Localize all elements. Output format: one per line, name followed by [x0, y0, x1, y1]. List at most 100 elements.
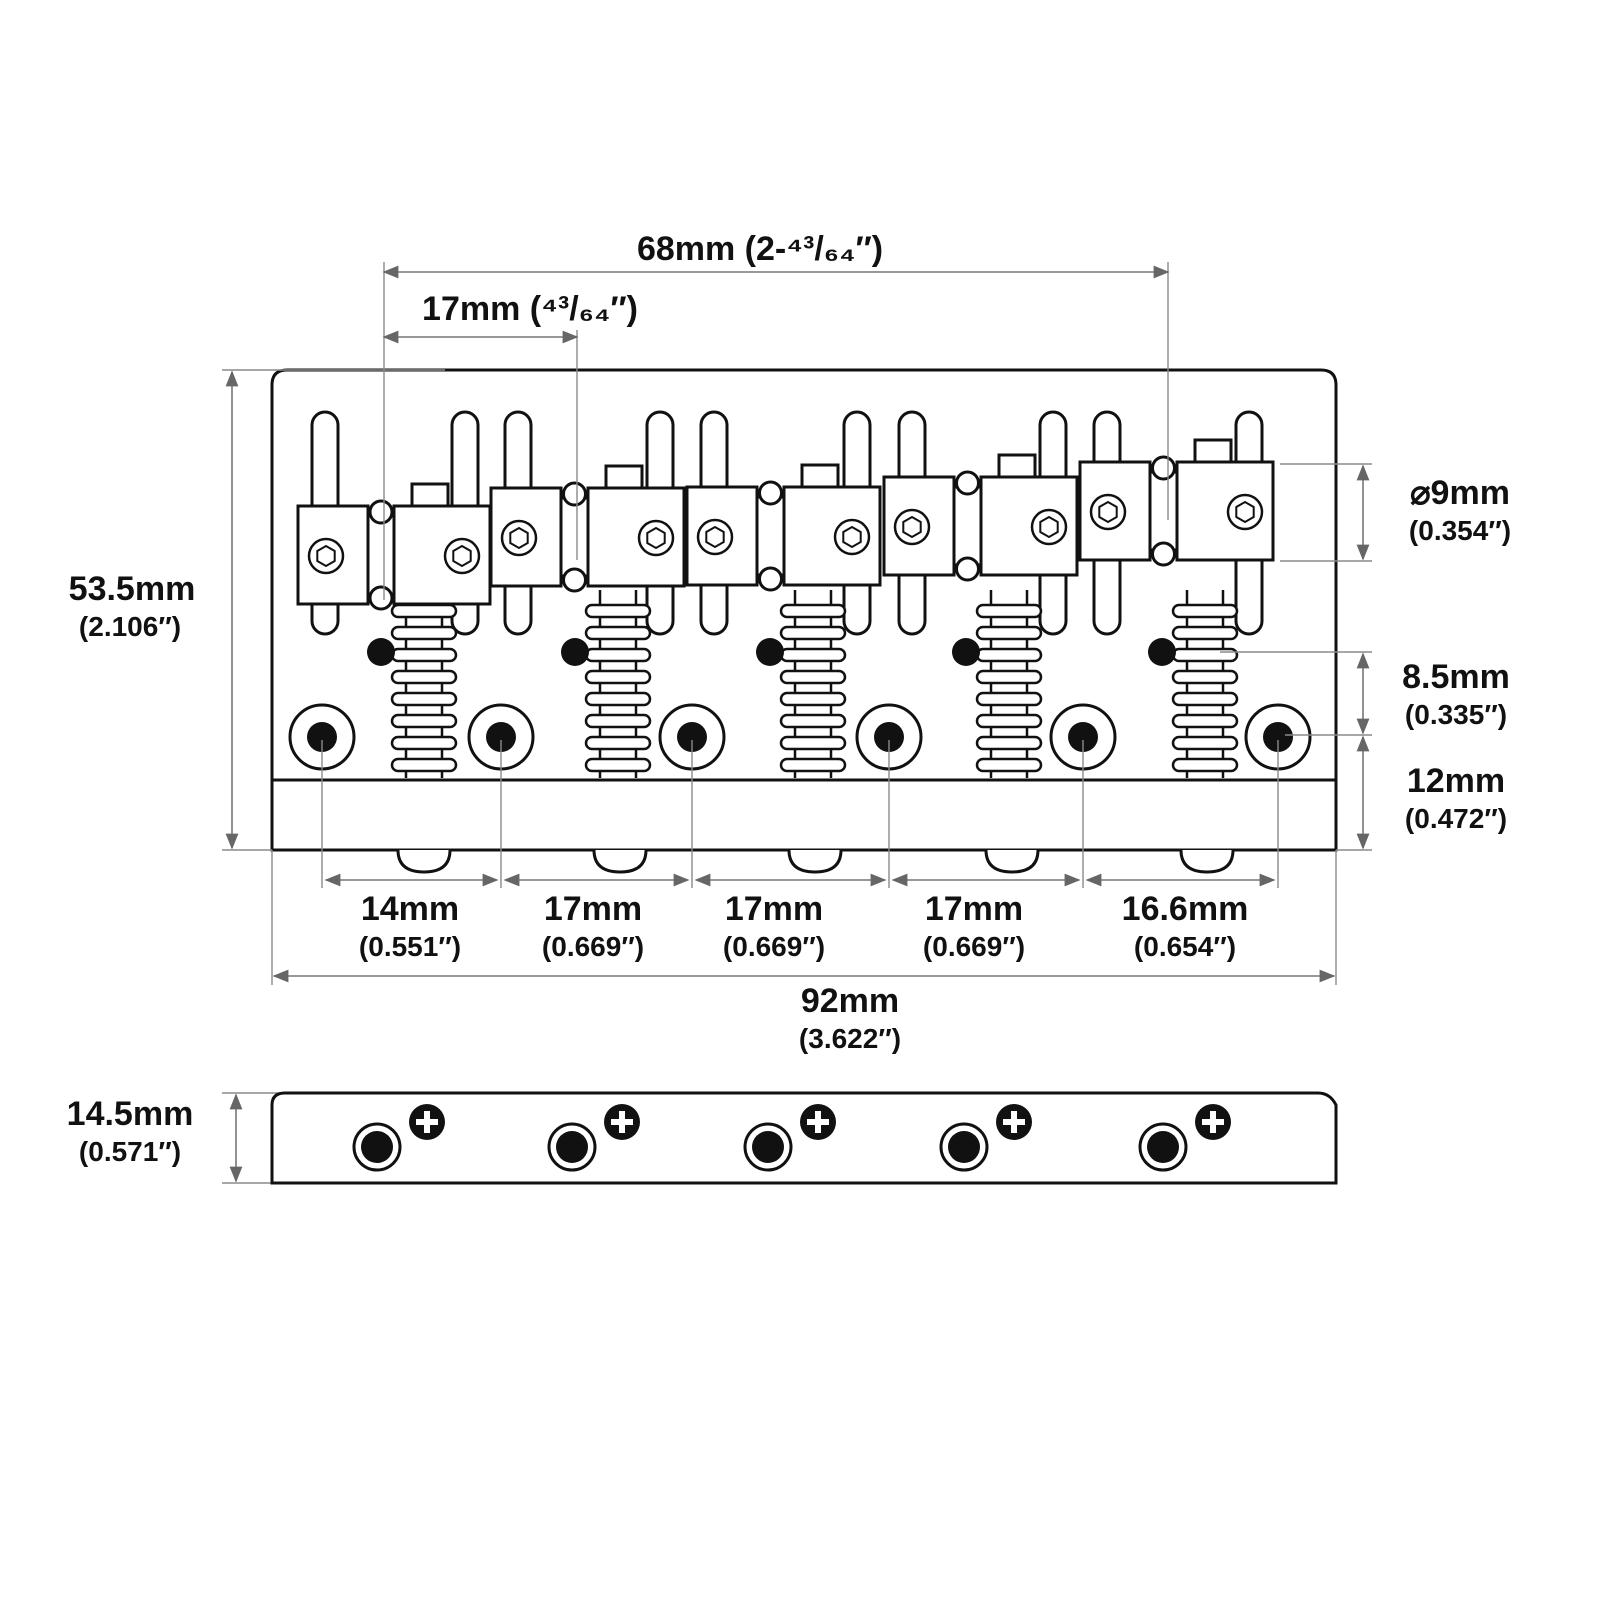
dimension-lines: [222, 262, 1372, 1184]
hex-socket: [902, 515, 922, 539]
hole-spacing-2-mm: 17mm: [544, 890, 642, 928]
mounting-hole-1: [288, 703, 356, 771]
spring: [975, 590, 1043, 778]
spacing-17mm-label: 17mm (⁴³/₆₄″): [422, 290, 638, 328]
spring-coil: [975, 691, 1043, 707]
saddle-tab: [1193, 438, 1233, 466]
saddle-assembly-3: [685, 410, 882, 778]
spring-coil: [1171, 603, 1239, 619]
lip-mm-label: 12mm: [1407, 762, 1505, 800]
mounting-hole-6: [1244, 703, 1312, 771]
bar-notch: [368, 585, 394, 611]
bar-notch: [758, 566, 783, 592]
hole-spacing-5-mm: 16.6mm: [1122, 890, 1249, 928]
spring-coil: [975, 669, 1043, 685]
saddle-tab: [604, 464, 644, 492]
saddle-bar: [364, 514, 398, 596]
underside-tab: [1179, 849, 1235, 874]
hole-spacing-4-mm: 17mm: [925, 890, 1023, 928]
hex-socket: [509, 526, 529, 550]
underside-tab: [787, 849, 843, 874]
spring-coil: [1171, 691, 1239, 707]
spring-coil: [584, 691, 652, 707]
spring-coil: [975, 603, 1043, 619]
underside-tab: [396, 849, 452, 874]
hex-socket: [705, 525, 725, 549]
spring-coil: [584, 647, 652, 663]
hole-spacing-1-mm: 14mm: [361, 890, 459, 928]
side-height-inch-label: (0.571″): [79, 1136, 181, 1167]
spring-coil: [390, 735, 458, 751]
string-hole: [367, 638, 395, 666]
saddle-assembly-5: [1078, 410, 1275, 778]
spring-coil: [975, 757, 1043, 773]
spring-coil: [390, 691, 458, 707]
width-inch-label: (3.622″): [799, 1023, 901, 1054]
spring-coil: [1171, 757, 1239, 773]
hole-spacing-3-inch: (0.669″): [723, 931, 825, 962]
spring-coil: [390, 647, 458, 663]
side-hole-5: [1138, 1104, 1231, 1172]
spring-coil: [584, 757, 652, 773]
bar-notch: [562, 481, 587, 507]
offset-inch-label: (0.335″): [1405, 699, 1507, 730]
hole-spacing-3-mm: 17mm: [725, 890, 823, 928]
spring-coil: [584, 669, 652, 685]
spring-coil: [390, 757, 458, 773]
spring-coil: [779, 713, 847, 729]
underside-tabs: [396, 849, 1235, 874]
spring-coil: [779, 757, 847, 773]
spring-coil: [584, 603, 652, 619]
spring-coil: [779, 669, 847, 685]
saddle-tab: [410, 482, 450, 510]
spring-coil: [975, 735, 1043, 751]
bar-notch: [955, 556, 980, 582]
saddle-assembly-1: [296, 410, 492, 778]
string-hole: [561, 638, 589, 666]
side-view-plate: [270, 1091, 1338, 1185]
mounting-hole-4: [855, 703, 923, 771]
span-68mm-label: 68mm (2-⁴³/₆₄″): [637, 230, 883, 268]
spring: [584, 590, 652, 778]
width-mm-label: 92mm: [801, 982, 899, 1020]
hex-socket: [842, 525, 862, 549]
saddle-assembly-2: [489, 410, 686, 778]
height-mm-label: 53.5mm: [69, 570, 196, 608]
string-hole: [756, 638, 784, 666]
hole-spacing-2-inch: (0.669″): [542, 931, 644, 962]
spring-coil: [1171, 647, 1239, 663]
spring-coil: [1171, 669, 1239, 685]
hole-spacing-1-inch: (0.551″): [359, 931, 461, 962]
spring-coil: [584, 713, 652, 729]
hex-socket: [452, 544, 472, 568]
mounting-holes: [288, 703, 1312, 771]
side-view-holes: [352, 1104, 1231, 1172]
bar-notch: [1151, 455, 1176, 481]
spring-coil: [1171, 625, 1239, 641]
spring-coil: [975, 625, 1043, 641]
hex-socket: [1235, 500, 1255, 524]
mounting-hole-3: [658, 703, 726, 771]
saddle-bar: [950, 485, 985, 567]
spring-coil: [975, 713, 1043, 729]
lip-inch-label: (0.472″): [1405, 803, 1507, 834]
spring-coil: [1171, 713, 1239, 729]
spring-coil: [779, 625, 847, 641]
spring-coil: [975, 647, 1043, 663]
side-hole-2: [547, 1104, 640, 1172]
underside-tab: [984, 849, 1040, 874]
spring-coil: [779, 735, 847, 751]
side-hole-4: [939, 1104, 1032, 1172]
bar-notch: [1151, 541, 1176, 567]
bar-notch: [758, 480, 783, 506]
string-hole: [952, 638, 980, 666]
diameter-mm-label: ⌀9mm: [1410, 474, 1510, 512]
spring-coil: [1171, 735, 1239, 751]
diameter-inch-label: (0.354″): [1409, 515, 1511, 546]
spring-coil: [779, 647, 847, 663]
offset-mm-label: 8.5mm: [1402, 658, 1510, 696]
spring-coil: [584, 735, 652, 751]
side-hole-1: [352, 1104, 445, 1172]
saddle-bar: [1146, 470, 1181, 552]
hex-socket: [316, 544, 336, 568]
